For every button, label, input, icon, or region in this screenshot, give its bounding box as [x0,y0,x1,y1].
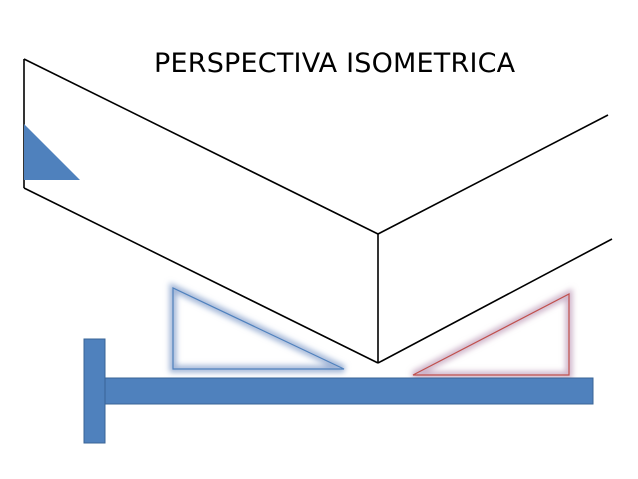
isometric-box [23,58,613,364]
corner-triangle [24,124,80,180]
t-square [83,338,594,444]
slide-title: PERSPECTIVA ISOMETRICA [154,48,516,79]
box-bottom-right-edge [377,238,613,364]
set-square-left-outline [172,287,345,370]
t-square-head [83,338,106,444]
box-top-left-edge [23,58,379,235]
box-bottom-left-edge [23,187,379,364]
t-square-blade [104,377,594,405]
box-top-right-edge [377,114,609,235]
set-square-left [169,282,346,373]
set-square-right-outline [412,293,570,376]
set-square-right [411,288,573,379]
